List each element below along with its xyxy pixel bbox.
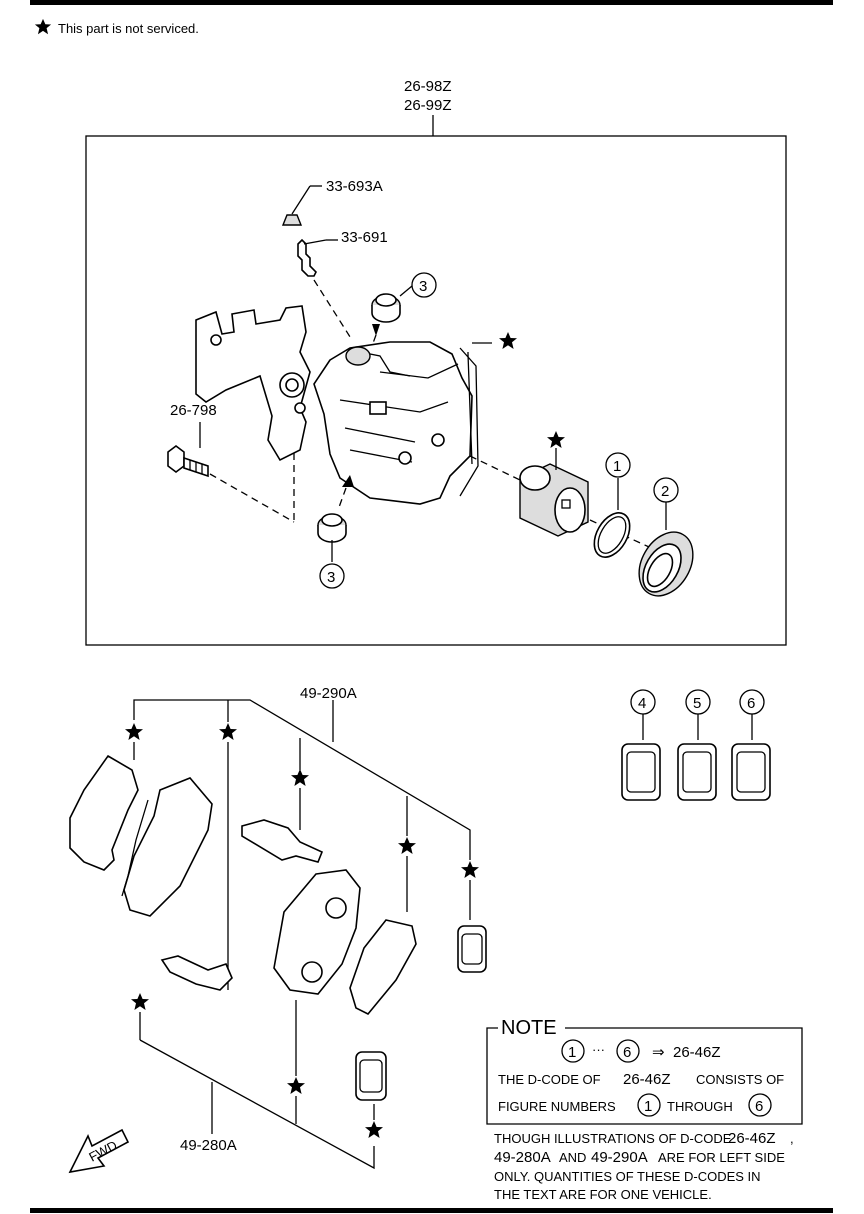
note-range-from: 1 (568, 1044, 576, 1061)
pad-set-right-leaders (133, 699, 471, 990)
note-code: 26-46Z (673, 1044, 721, 1061)
note-line2-a: THE D-CODE OF (498, 1072, 601, 1087)
star-icon (398, 837, 416, 854)
footnote-line1-code: 26-46Z (728, 1130, 776, 1147)
pad-set-left-leaders (139, 1000, 375, 1170)
footnote-line1-b: , (790, 1131, 794, 1146)
guide-boot-top (371, 285, 413, 347)
inner-pad (273, 869, 361, 995)
star-icon (461, 861, 479, 878)
note-circle-from (561, 1039, 585, 1063)
note-line3-circle-to (748, 1093, 772, 1117)
footnote-line1-a: THOUGH ILLUSTRATIONS OF D-CODE (494, 1131, 732, 1146)
callout-1-text: 1 (613, 458, 621, 475)
outer-pad (121, 777, 213, 917)
guide-bolt (167, 422, 295, 523)
star-icon (131, 993, 149, 1010)
fwd-arrow-icon: FWD (68, 1128, 130, 1174)
pad-set-left-label: 49-280A (180, 1137, 237, 1154)
assembly-code-1: 26-98Z (404, 78, 452, 95)
shim-set (621, 689, 771, 801)
small-shim-right (457, 925, 487, 973)
bottom-rule (30, 1208, 833, 1213)
footnote-line2-and: AND (559, 1150, 586, 1165)
cap-label: 33-693A (326, 178, 383, 195)
guide-boot-bottom (317, 475, 354, 562)
inner-shim (349, 919, 417, 1016)
note-title: NOTE (501, 1017, 557, 1039)
footnote-line2-code-a: 49-280A (494, 1149, 551, 1166)
star-icon (125, 723, 143, 740)
shim-callout-6: 6 (747, 695, 755, 712)
shim-callout-5: 5 (693, 695, 701, 712)
note-range-to: 6 (623, 1044, 631, 1061)
anti-rattle-clip (241, 819, 324, 863)
note-box (486, 1027, 803, 1125)
bleeder-label: 33-691 (341, 229, 388, 246)
note-line3-to: 6 (755, 1098, 763, 1115)
assembly-code-2: 26-99Z (404, 97, 452, 114)
note-circle-to (616, 1039, 640, 1063)
wear-indicator-clip (160, 955, 233, 991)
caliper-body-star-icon (499, 332, 517, 349)
callout-3-top-text: 3 (419, 278, 427, 295)
footnote-line3: ONLY. QUANTITIES OF THESE D-CODES IN (494, 1169, 761, 1184)
piston (519, 448, 589, 537)
note-line3-circle-from (637, 1093, 661, 1117)
star-icon (287, 1077, 305, 1094)
piston-axis (469, 455, 521, 481)
fwd-label: FWD (86, 1138, 119, 1165)
star-icon (219, 723, 237, 740)
note-range-sep: ··· (592, 1042, 605, 1057)
bleeder-screw (297, 238, 353, 341)
legend-star-icon (34, 18, 52, 35)
callout-3-bottom-text: 3 (327, 569, 335, 586)
star-icon (291, 769, 309, 786)
caliper-assembly-frame (85, 135, 787, 646)
footnote-line2-code-b: 49-290A (591, 1149, 648, 1166)
callout-2 (653, 477, 679, 503)
callout-3-bottom (319, 563, 345, 589)
top-rule (30, 0, 833, 5)
footnote-line2-rest: ARE FOR LEFT SIDE (658, 1150, 785, 1165)
callout-2-text: 2 (661, 483, 669, 500)
bolt-label: 26-798 (170, 402, 217, 419)
caliper-body (313, 341, 492, 505)
note-arrow: ⇒ (652, 1044, 665, 1061)
piston-seal (593, 478, 631, 558)
note-line2-code: 26-46Z (623, 1071, 671, 1088)
footnote-line4: THE TEXT ARE FOR ONE VEHICLE. (494, 1187, 712, 1202)
legend-text: This part is not serviced. (58, 21, 199, 36)
star-icon (365, 1121, 383, 1138)
note-line2-b: CONSISTS OF (696, 1072, 784, 1087)
callout-1 (605, 452, 631, 478)
outer-shim (69, 754, 139, 871)
bleeder-cap (281, 185, 322, 226)
caliper-bracket (195, 305, 311, 462)
pad-set-right-label: 49-290A (300, 685, 357, 702)
small-shim-bottom (355, 1051, 387, 1101)
callout-3-top (411, 272, 437, 298)
note-line3-b: THROUGH (667, 1099, 733, 1114)
note-line3-a: FIGURE NUMBERS (498, 1099, 616, 1114)
piston-star-icon (547, 431, 565, 448)
shim-callout-4: 4 (638, 695, 646, 712)
note-line3-from: 1 (644, 1098, 652, 1115)
dust-boot (638, 502, 694, 597)
